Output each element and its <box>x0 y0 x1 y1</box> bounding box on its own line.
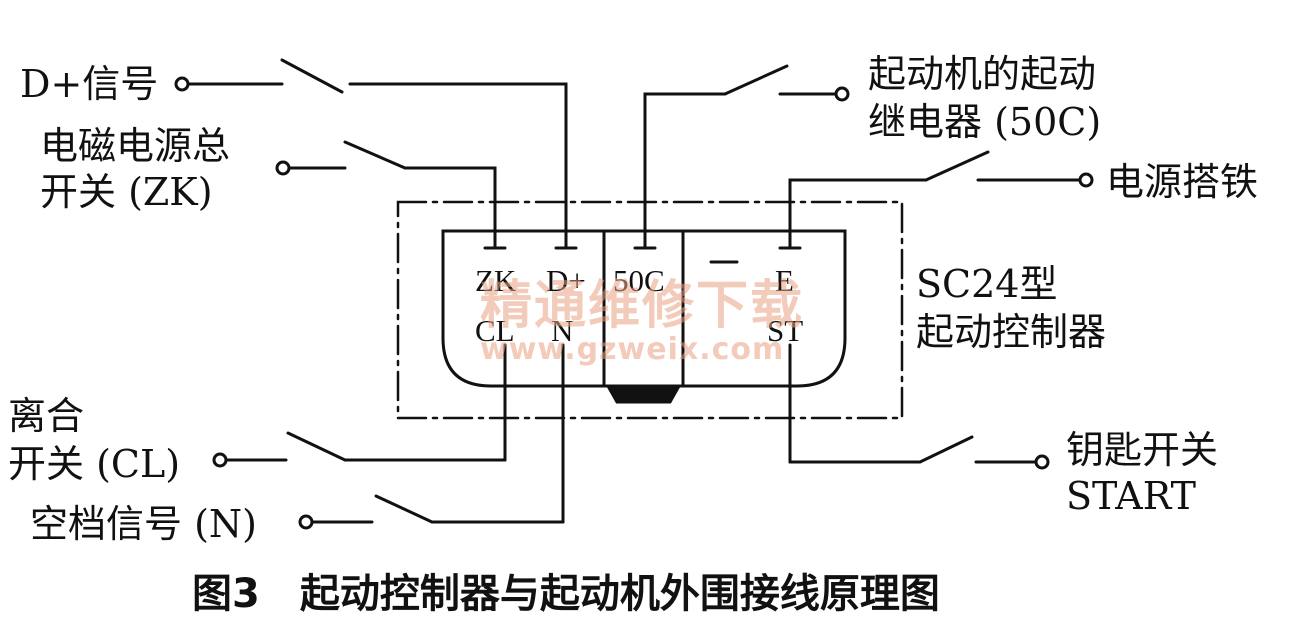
pin-cl: CL <box>475 313 515 348</box>
zk-terminal <box>275 160 291 176</box>
d-plus-switch <box>280 58 344 94</box>
pin-st: ST <box>767 313 804 348</box>
label-clutch-1: 离合 <box>8 394 85 438</box>
relay-switch <box>723 64 789 96</box>
connector-body <box>441 229 847 388</box>
label-clutch-2: 开关 (CL) <box>8 442 181 486</box>
controller-boundary <box>396 200 904 420</box>
label-controller-2: 起动控制器 <box>916 310 1107 354</box>
watermark-url: www.gzweix.com <box>480 332 785 367</box>
watermark-text: 精通维修下载 <box>480 275 805 336</box>
pin-zk: ZK <box>475 263 517 298</box>
cl-terminal <box>212 452 228 468</box>
label-relay-1: 起动机的起动 <box>868 52 1097 96</box>
label-relay-2: 继电器 (50C) <box>868 100 1102 144</box>
cl-switch <box>286 431 347 462</box>
connector-key <box>605 384 682 404</box>
ground-switch <box>924 150 990 182</box>
label-d-plus-signal: D+信号 <box>20 62 159 106</box>
pin-n: N <box>551 313 574 348</box>
label-controller-1: SC24型 <box>916 262 1058 306</box>
zk-switch <box>343 140 407 170</box>
n-switch <box>374 494 434 524</box>
label-neutral: 空档信号 (N) <box>30 502 257 546</box>
pin-e: E <box>775 263 794 298</box>
key-switch <box>918 435 974 464</box>
ground-terminal <box>1078 172 1094 188</box>
d-plus-terminal <box>174 76 190 92</box>
label-key-2: START <box>1066 474 1197 518</box>
relay-terminal <box>834 86 850 102</box>
pin-50c: 50C <box>613 263 665 298</box>
key-terminal <box>1034 454 1050 470</box>
label-em-switch-2: 开关 (ZK) <box>40 170 213 214</box>
pin-d-plus: D+ <box>546 263 586 298</box>
label-key-1: 钥匙开关 <box>1066 428 1219 472</box>
n-terminal <box>298 514 314 530</box>
figure-caption: 图3 起动控制器与起动机外围接线原理图 <box>192 571 940 617</box>
label-em-switch-1: 电磁电源总 <box>40 124 231 168</box>
label-power-ground: 电源搭铁 <box>1106 160 1259 204</box>
